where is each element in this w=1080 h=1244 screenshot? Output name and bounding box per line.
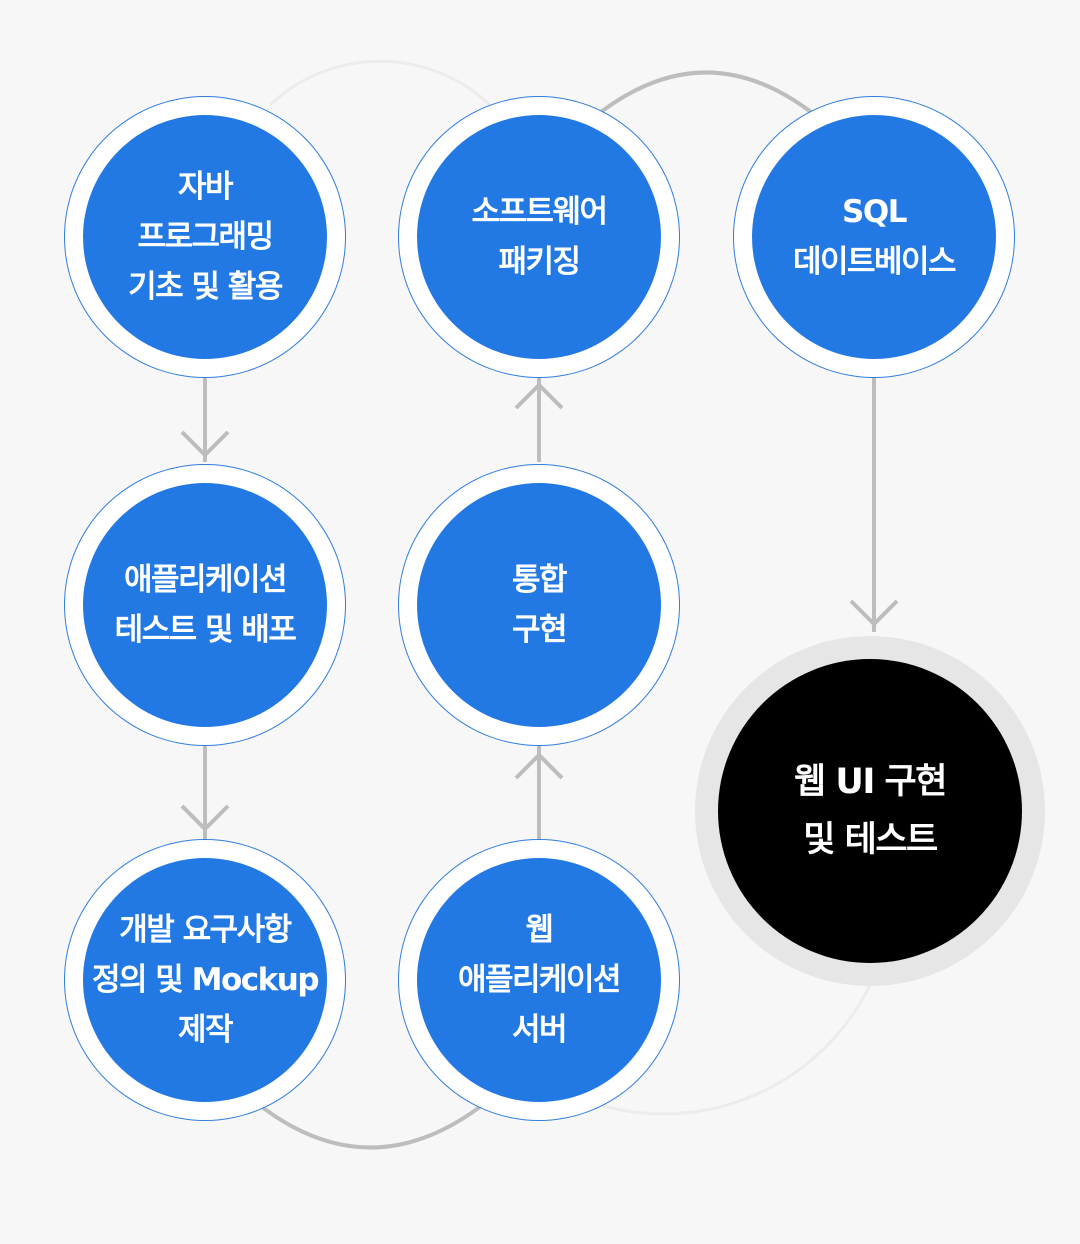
- node-sql-database: SQL 데이트베이스: [752, 115, 996, 359]
- arrow-up-icon: [514, 382, 564, 410]
- node-web-app-server: 웹 애플리케이션 서버: [417, 858, 661, 1102]
- decor-arc-top: [268, 59, 492, 107]
- node-application-test: 애플리케이션 테스트 및 배포: [83, 483, 327, 727]
- connector-packaging-to-sql: [583, 70, 829, 127]
- arrow-down-icon: [180, 430, 230, 458]
- node-final-web-ui: 웹 UI 구현 및 테스트: [718, 659, 1022, 963]
- decor-arc-bottom: [599, 984, 872, 1116]
- connector-requirements-to-webserver: [245, 1093, 497, 1150]
- node-label: 애플리케이션 테스트 및 배포: [114, 562, 297, 648]
- node-label: 웹 애플리케이션 서버: [457, 912, 622, 1048]
- node-software-packaging: 소프트웨어 패키징: [417, 115, 661, 359]
- arrow-down-icon: [180, 804, 230, 832]
- node-label: 통합 구현: [511, 562, 568, 648]
- node-requirements-mockup: 개발 요구사항 정의 및 Mockup 제작: [83, 858, 327, 1102]
- node-label: SQL 데이트베이스: [792, 194, 957, 280]
- final-label: 웹 UI 구현 및 테스트: [794, 762, 947, 860]
- arrow-down-icon: [849, 599, 899, 627]
- node-label: 소프트웨어 패키징: [471, 194, 608, 280]
- node-label: 자바 프로그래밍 기초 및 활용: [128, 169, 283, 305]
- node-java-programming: 자바 프로그래밍 기초 및 활용: [83, 115, 327, 359]
- node-label: 개발 요구사항 정의 및 Mockup 제작: [91, 912, 320, 1048]
- arrow-up-icon: [514, 752, 564, 780]
- node-integration: 통합 구현: [417, 483, 661, 727]
